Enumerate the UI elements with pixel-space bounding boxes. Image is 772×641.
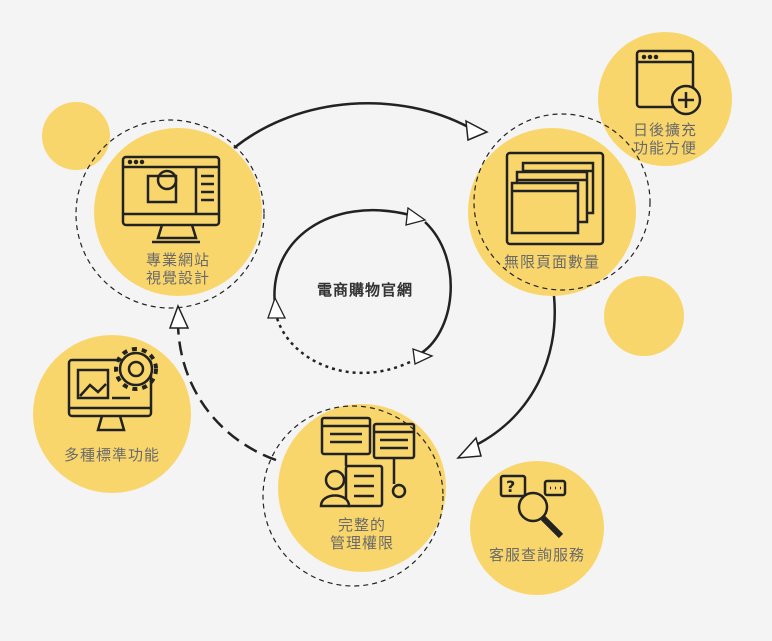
search-support-icon: ? [499,474,567,539]
label-features: 多種標準功能 [44,446,180,464]
arc-admin-to-design [176,324,277,462]
arrow-head [456,436,482,459]
label-support-line1: 客服查詢服務 [488,546,585,564]
arc-pages-to-admin [469,295,556,450]
node-circle-expand [598,32,732,166]
label-design-line2: 視覺設計 [145,269,210,287]
label-expand: 日後擴充 功能方便 [612,121,718,157]
node-circle-support [470,461,604,595]
inner-arc-bottom [275,317,411,375]
label-expand-line1: 日後擴充 [632,121,697,139]
decor-circle [42,102,110,170]
window-add-icon [635,49,702,116]
label-admin-line2: 管理權限 [329,534,394,552]
inner-arc-right [417,221,452,357]
dashed-ring [75,119,265,309]
decor-circle [604,276,684,356]
arrow-head [168,304,190,329]
center-title: 電商購物官網 [316,281,413,299]
label-admin-line1: 完整的 [337,516,386,534]
dashed-ring [473,113,651,291]
label-design: 專業網站 視覺設計 [118,251,238,287]
svg-text:?: ? [506,477,515,496]
arc-design-to-pages [233,102,471,149]
label-expand-line2: 功能方便 [632,139,697,157]
stacked-windows-icon [505,151,605,246]
label-features-line1: 多種標準功能 [63,446,160,464]
monitor-design-icon [121,155,221,244]
label-support: 客服查詢服務 [474,546,600,564]
label-pages: 無限頁面數量 [482,253,622,271]
arrow-head [465,119,489,142]
label-pages-line1: 無限頁面數量 [503,253,600,271]
arrow-head [405,206,427,226]
label-admin: 完整的 管理權限 [302,516,422,552]
arrow-head [267,296,287,319]
inner-arc-top [273,209,411,306]
node-circle-features [33,335,191,493]
label-design-line1: 專業網站 [145,251,210,269]
arrow-head [412,348,434,365]
admin-management-icon [319,416,416,508]
monitor-gear-icon [67,347,158,432]
node-circle-admin [278,404,446,572]
dashed-ring [262,405,444,587]
